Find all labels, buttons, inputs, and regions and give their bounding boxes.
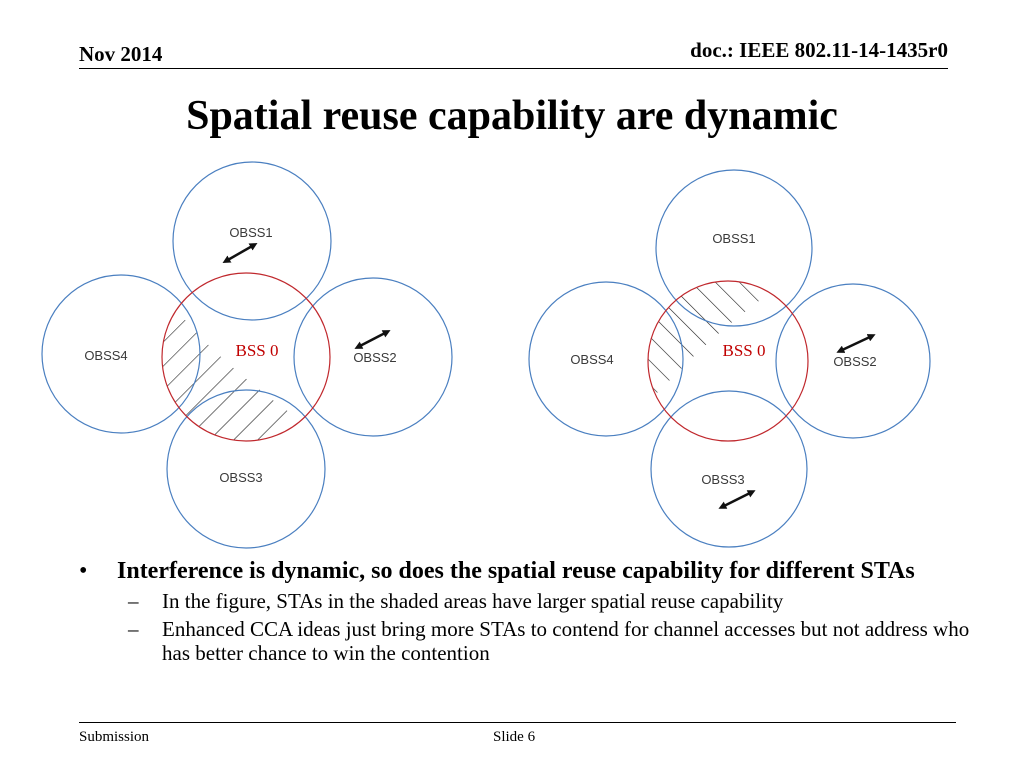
link-arrow-obss3 bbox=[718, 490, 756, 509]
label-obss1: OBSS1 bbox=[229, 225, 272, 240]
obss4-circle bbox=[41, 274, 201, 434]
obss3-circle bbox=[166, 389, 326, 549]
sub-bullet-text: Enhanced CCA ideas just bring more STAs … bbox=[162, 617, 970, 665]
label-bss0: BSS 0 bbox=[236, 341, 279, 360]
bss0-circle bbox=[161, 272, 331, 442]
link-arrow-obss2 bbox=[354, 330, 391, 349]
label-obss4: OBSS4 bbox=[84, 348, 127, 363]
sub-bullet-marker: – bbox=[128, 589, 139, 613]
obss1-circle bbox=[172, 161, 332, 321]
label-obss2: OBSS2 bbox=[833, 354, 876, 369]
bss0-circle bbox=[647, 280, 809, 442]
label-obss2: OBSS2 bbox=[353, 350, 396, 365]
diagram-left: OBSS1 OBSS4 OBSS2 OBSS3 BSS 0 bbox=[41, 161, 453, 549]
bullet-text: Interference is dynamic, so does the spa… bbox=[117, 558, 915, 584]
shaded-area-left bbox=[162, 290, 320, 440]
bullet-marker: • bbox=[79, 558, 88, 584]
bullet-item: • Interference is dynamic, so does the s… bbox=[79, 558, 979, 585]
label-obss1: OBSS1 bbox=[712, 231, 755, 246]
sub-bullet-item: – Enhanced CCA ideas just bring more STA… bbox=[79, 617, 979, 665]
sub-bullet-text: In the figure, STAs in the shaded areas … bbox=[162, 589, 784, 613]
label-obss4: OBSS4 bbox=[570, 352, 613, 367]
sub-bullet-marker: – bbox=[128, 617, 139, 641]
footer-submission: Submission bbox=[79, 729, 150, 745]
label-obss3: OBSS3 bbox=[701, 472, 744, 487]
label-obss3: OBSS3 bbox=[219, 470, 262, 485]
slide-title: Spatial reuse capability are dynamic bbox=[186, 93, 838, 139]
link-arrow-obss1 bbox=[222, 243, 258, 263]
footer-divider bbox=[79, 722, 956, 723]
obss3-circle bbox=[650, 390, 808, 548]
shaded-area-right bbox=[648, 281, 785, 410]
obss1-circle bbox=[655, 169, 813, 327]
sub-bullet-item: – In the figure, STAs in the shaded area… bbox=[79, 589, 979, 613]
label-bss0: BSS 0 bbox=[723, 341, 766, 360]
header-divider bbox=[79, 68, 948, 69]
link-arrow-obss2 bbox=[836, 334, 876, 353]
obss2-circle bbox=[293, 277, 453, 437]
footer-slide-number: Slide 6 bbox=[493, 729, 536, 745]
header-doc-id: doc.: IEEE 802.11-14-1435r0 bbox=[690, 38, 948, 62]
bullet-list: • Interference is dynamic, so does the s… bbox=[79, 558, 979, 665]
obss4-circle bbox=[528, 281, 684, 437]
obss2-circle bbox=[775, 283, 931, 439]
header-date: Nov 2014 bbox=[79, 42, 163, 66]
diagram-right: OBSS1 OBSS4 OBSS2 OBSS3 BSS 0 bbox=[528, 169, 931, 548]
